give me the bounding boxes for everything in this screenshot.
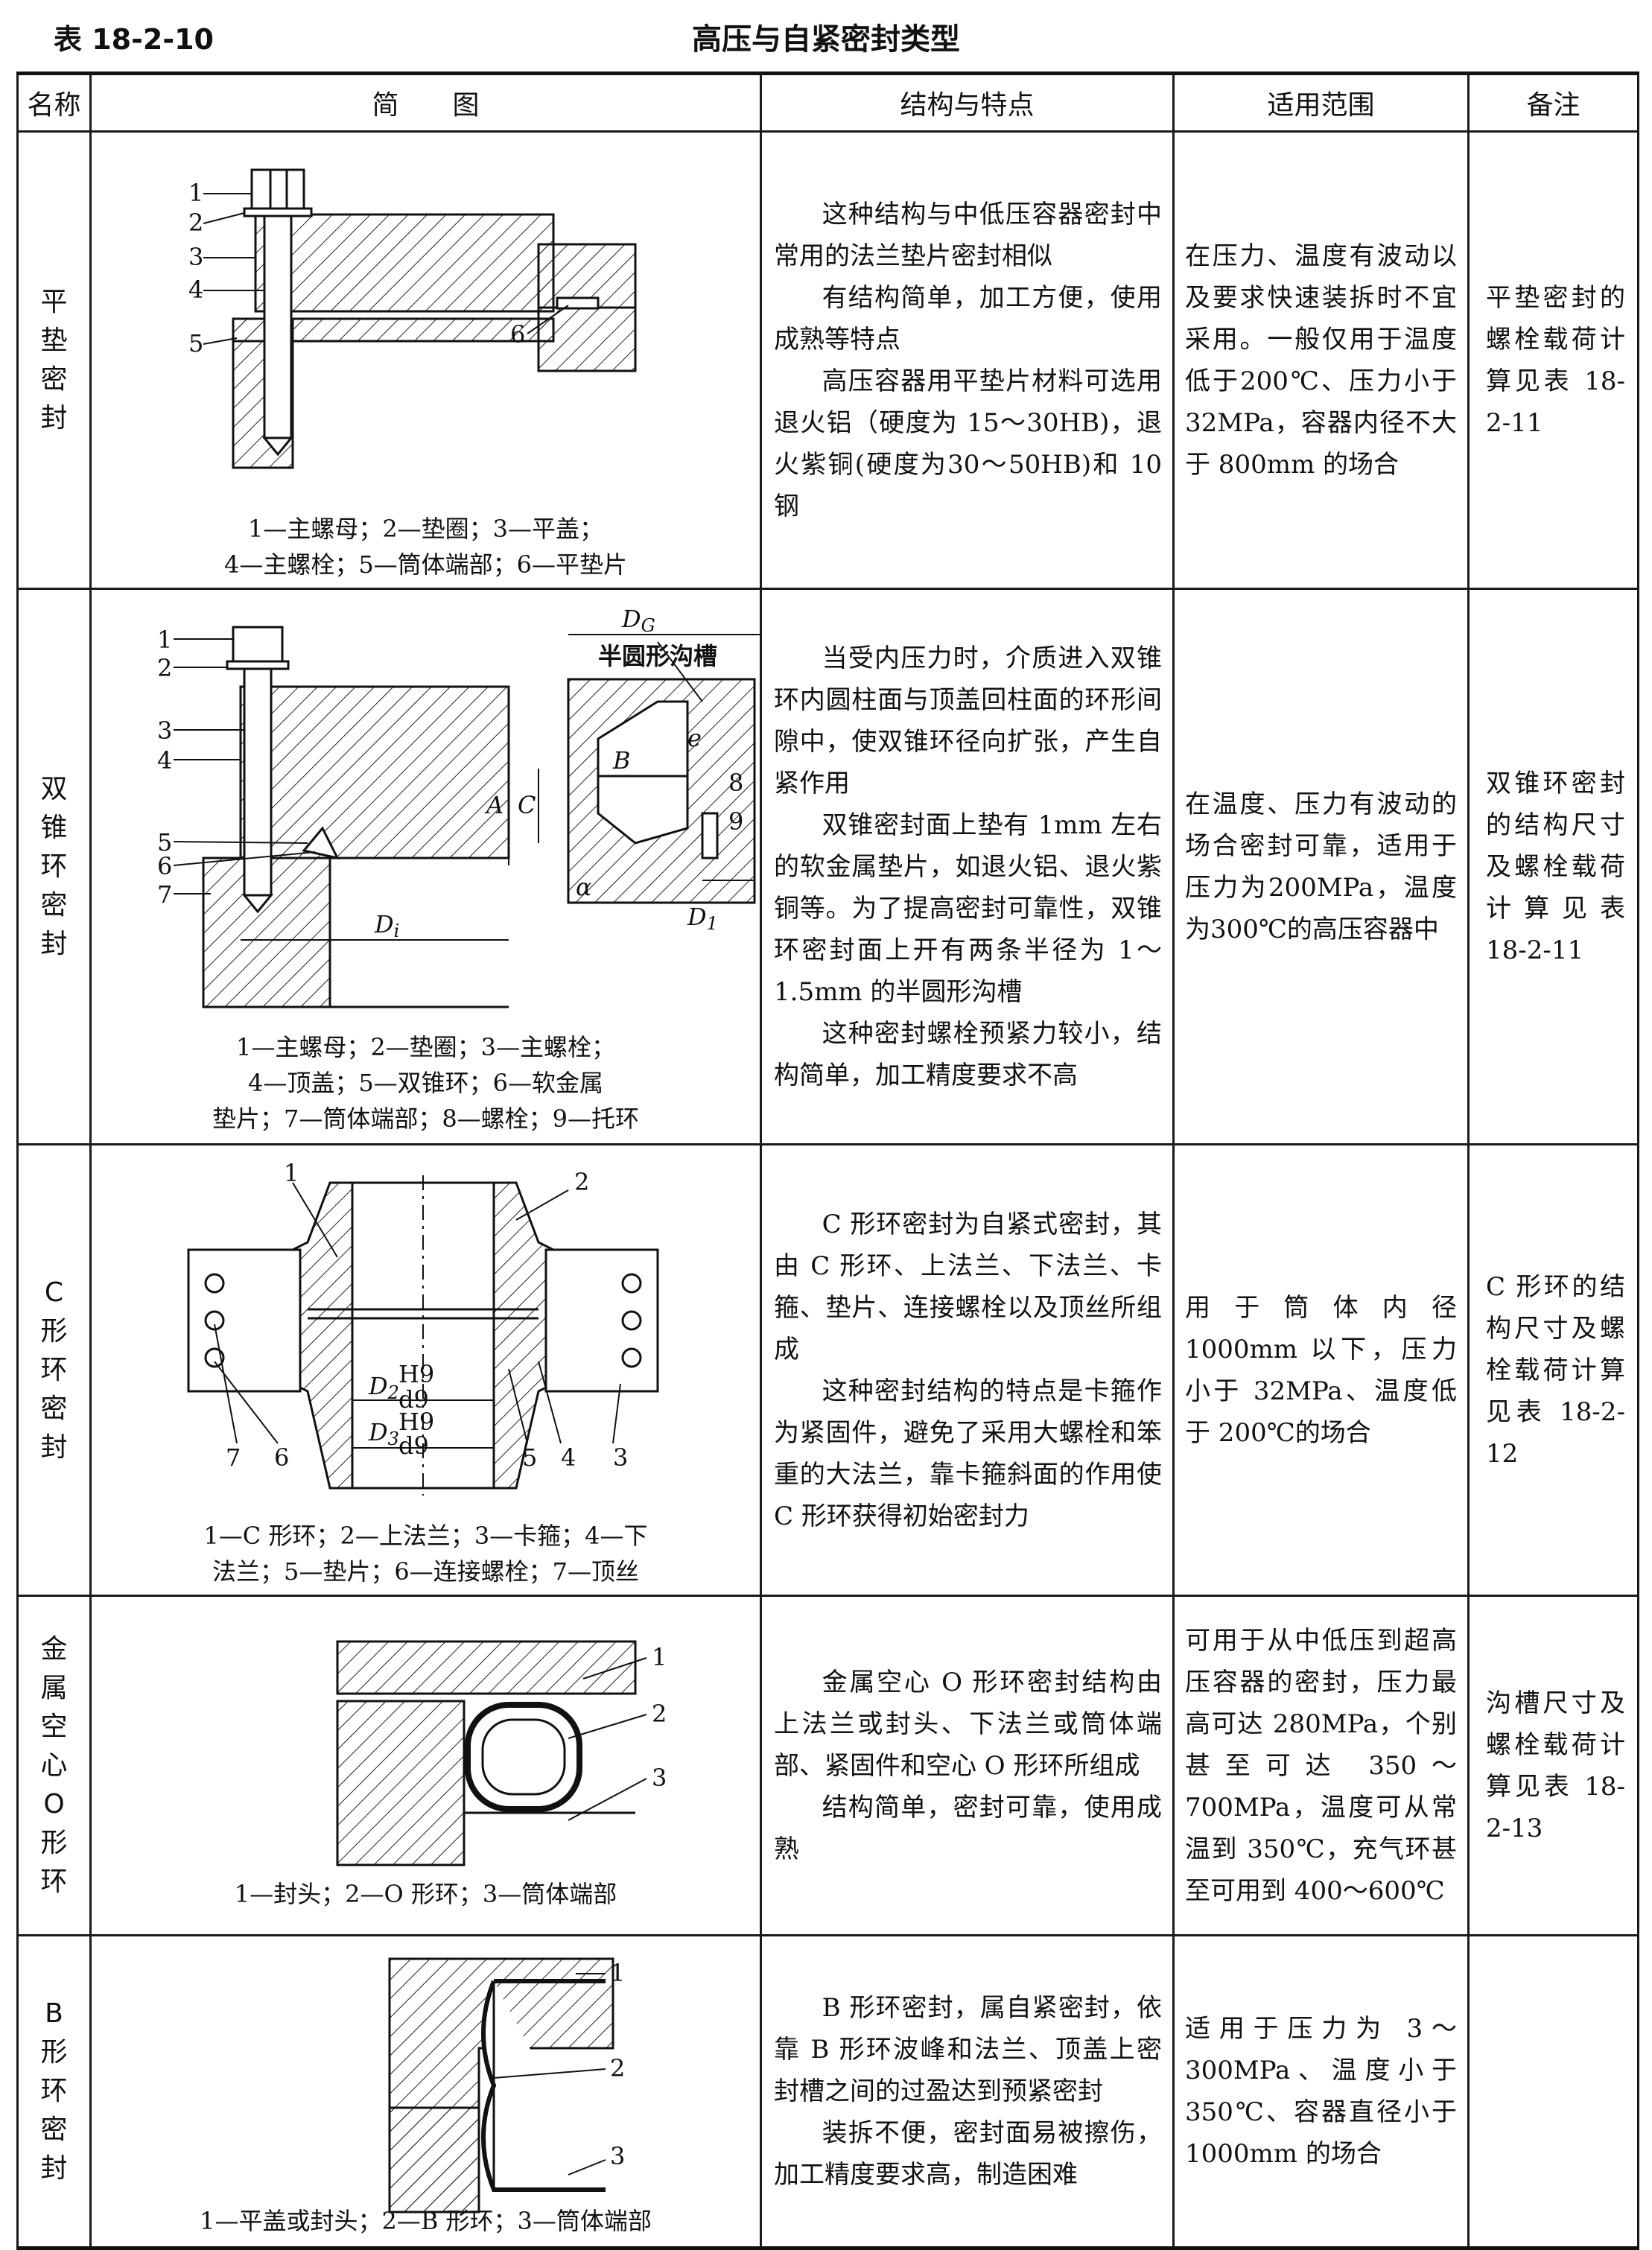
b-ring-diagram: 1 2 3 <box>388 1957 625 2214</box>
header-name: 名称 <box>16 72 92 133</box>
row-name: 平垫密封 <box>16 130 92 590</box>
table-row: 平垫密封 <box>16 130 1639 590</box>
note-text <box>1467 1934 1639 2249</box>
table-row: 双锥环密封 <box>16 588 1639 1145</box>
label-5: 5 <box>157 828 172 857</box>
header-row: 名称 简 图 结构与特点 适用范围 备注 <box>16 72 1639 133</box>
note-text: C 形环的结构尺寸及螺栓载荷计算见表 18-2-12 <box>1467 1143 1639 1597</box>
label-1: 1 <box>652 1643 667 1671</box>
label-1: 1 <box>188 179 203 207</box>
structure-text: 这种结构与中低压容器密封中常用的法兰垫片密封相似有结构简单，加工方便，使用成熟等… <box>760 130 1175 590</box>
label-5: 5 <box>188 329 203 357</box>
fit-d9: d9 <box>398 1385 429 1414</box>
header-note: 备注 <box>1467 72 1639 133</box>
dim-e: e <box>687 724 702 752</box>
row-name: 金属空心O形环 <box>16 1595 92 1936</box>
c-ring-diagram: 1 2 3 4 5 6 7 D2 H9 d9 D3 H9 d9 <box>187 1159 659 1496</box>
dim-alpha: α <box>576 873 592 901</box>
table-caption: 表 18-2-10 高压与自紧密封类型 <box>0 0 1652 77</box>
dim-c: C <box>518 791 536 819</box>
label-4: 4 <box>157 746 172 775</box>
label-3: 3 <box>613 1443 628 1472</box>
label-6: 6 <box>274 1443 289 1472</box>
figure-b-ring: 1 2 3 1—平盖或封头；2—B 形环；3—筒体端部 <box>89 1934 762 2249</box>
label-5: 5 <box>522 1443 537 1472</box>
header-structure: 结构与特点 <box>760 72 1175 133</box>
dim-di: Di <box>374 910 399 941</box>
figure-legend: 1—平盖或封头；2—B 形环；3—筒体端部 <box>200 2207 652 2235</box>
range-text: 适用于压力为 3～300MPa、温度小于 350℃、容器直径小于 1000mm … <box>1172 1934 1470 2249</box>
label-1: 1 <box>610 1959 625 1987</box>
label-2: 2 <box>652 1700 667 1728</box>
o-ring-diagram: 1 2 3 <box>336 1640 667 1866</box>
label-2: 2 <box>610 2054 625 2082</box>
label-6: 6 <box>157 852 172 880</box>
label-8: 8 <box>728 769 743 797</box>
label-7: 7 <box>157 880 172 909</box>
row-name: C形环密封 <box>16 1143 92 1597</box>
range-text: 在温度、压力有波动的场合密封可靠，适用于压力为200MPa，温度为300℃的高压… <box>1172 588 1470 1145</box>
fit-h9: H9 <box>398 1360 434 1388</box>
label-1: 1 <box>284 1159 299 1187</box>
table-row: C形环密封 <box>16 1143 1639 1597</box>
figure-c-ring: 1 2 3 4 5 6 7 D2 H9 d9 D3 H9 d9 1—C 形环；2… <box>89 1143 762 1597</box>
label-6: 6 <box>510 320 525 349</box>
dim-a: A <box>484 791 503 819</box>
dim-d3: D3 <box>368 1418 399 1449</box>
dim-d1: D1 <box>687 903 718 934</box>
figure-o-ring: 1 2 3 1—封头；2—O 形环；3—筒体端部 <box>89 1595 762 1936</box>
structure-text: B 形环密封，属自紧密封，依靠 B 形环波峰和法兰、顶盖上密封槽之间的过盈达到预… <box>760 1934 1175 2249</box>
table-row: 金属空心O形环 <box>16 1595 1639 1936</box>
note-text: 双锥环密封的结构尺寸及螺栓载荷计算见表 18-2-11 <box>1467 588 1639 1145</box>
label-3: 3 <box>157 716 172 745</box>
label-3: 3 <box>652 1764 667 1792</box>
table-number: 表 18-2-10 <box>54 23 214 56</box>
header-range: 适用范围 <box>1172 72 1470 133</box>
label-2: 2 <box>157 654 172 682</box>
figure-legend: 1—C 形环；2—上法兰；3—卡箍；4—下 法兰；5—垫片；6—连接螺栓；7—顶… <box>203 1522 648 1586</box>
dim-groove: 半圆形沟槽 <box>598 642 717 670</box>
range-text: 可用于从中低压到超高压容器的密封，压力最高可达 280MPa，个别甚至可达 35… <box>1172 1595 1470 1936</box>
figure-legend: 1—主螺母；2—垫圈；3—主螺栓； 4—顶盖；5—双锥环；6—软金属 垫片；7—… <box>212 1033 640 1133</box>
structure-text: C 形环密封为自紧式密封，其由 C 形环、上法兰、下法兰、卡箍、垫片、连接螺栓以… <box>760 1143 1175 1597</box>
label-1: 1 <box>157 626 172 654</box>
dim-b: B <box>612 746 631 775</box>
fit-h9-2: H9 <box>398 1408 434 1436</box>
table-title: 高压与自紧密封类型 <box>692 22 960 57</box>
figure-double-cone: 1 2 3 4 5 6 7 8 9 DG 半圆形沟槽 A C B e α Di <box>89 588 762 1145</box>
dim-dg: DG <box>621 605 655 636</box>
structure-text: 金属空心 O 形环密封结构由上法兰或封头、下法兰或筒体端部、紧固件和空心 O 形… <box>760 1595 1175 1936</box>
dim-d2: D2 <box>368 1372 399 1403</box>
row-name: 双锥环密封 <box>16 588 92 1145</box>
figure-legend: 1—主螺母；2—垫圈；3—平盖； 4—主螺栓；5—筒体端部；6—平垫片 <box>223 515 628 579</box>
figure-legend: 1—封头；2—O 形环；3—筒体端部 <box>234 1880 617 1908</box>
table-row: B形环密封 <box>16 1934 1639 2249</box>
structure-text: 当受内压力时，介质进入双锥环内圆柱面与顶盖回柱面的环形间隙中，使双锥环径向扩张，… <box>760 588 1175 1145</box>
note-text: 平垫密封的螺栓载荷计算见表 18-2-11 <box>1467 130 1639 590</box>
label-3: 3 <box>188 243 203 271</box>
label-4: 4 <box>188 276 203 304</box>
range-text: 在压力、温度有波动以及要求快速装拆时不宜采用。一般仅用于温度低于200℃、压力小… <box>1172 130 1470 590</box>
note-text: 沟槽尺寸及螺栓载荷计算见表 18-2-13 <box>1467 1595 1639 1936</box>
label-9: 9 <box>728 807 743 836</box>
label-4: 4 <box>561 1443 576 1472</box>
fit-d9-2: d9 <box>398 1431 429 1460</box>
row-name: B形环密封 <box>16 1934 92 2249</box>
label-7: 7 <box>226 1443 241 1472</box>
range-text: 用于筒体内径 1000mm 以下，压力小于 32MPa、温度低于 200℃的场合 <box>1172 1143 1470 1597</box>
header-figure: 简 图 <box>89 72 762 133</box>
double-cone-diagram: 1 2 3 4 5 6 7 8 9 DG 半圆形沟槽 A C B e α Di <box>157 605 762 1008</box>
figure-flat-gasket: 1 2 3 4 5 6 1—主螺母；2—垫圈；3—平盖； 4—主螺栓；5—筒体端… <box>89 130 762 590</box>
flat-gasket-diagram: 1 2 3 4 5 6 <box>188 168 637 469</box>
label-3: 3 <box>610 2142 625 2170</box>
label-2: 2 <box>574 1168 589 1196</box>
seal-types-table: 名称 简 图 结构与特点 适用范围 备注 平垫密封 <box>16 71 1639 2250</box>
label-2: 2 <box>188 209 203 237</box>
